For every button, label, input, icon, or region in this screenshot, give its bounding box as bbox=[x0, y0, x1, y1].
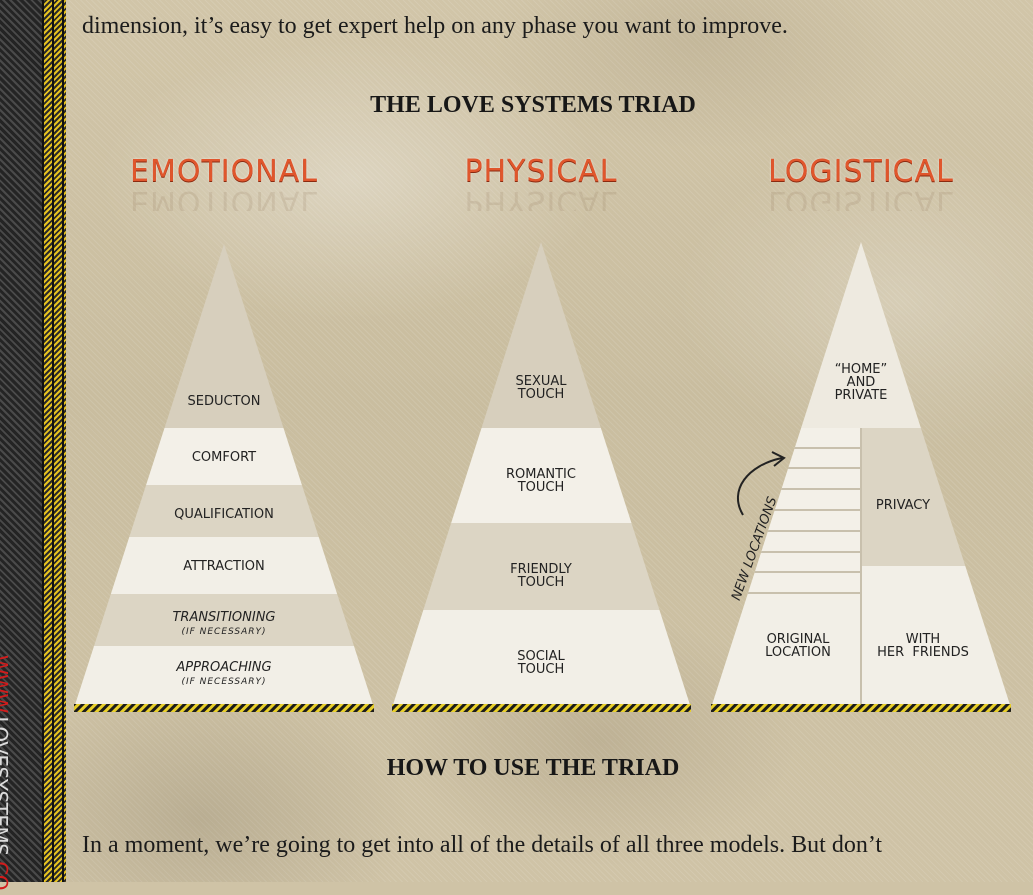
logistical-label-original-2: LOCATION bbox=[765, 645, 831, 660]
new-locations-arrowhead bbox=[771, 451, 786, 467]
new-locations-arrow bbox=[737, 457, 783, 516]
physical-label-social-1: SOCIAL bbox=[517, 649, 565, 664]
emotional-label-approaching: APPROACHING bbox=[175, 660, 271, 675]
how-heading: HOW TO USE THE TRIAD bbox=[386, 755, 680, 781]
emotional-band-transitioning bbox=[74, 594, 374, 646]
logistical-base-stripe bbox=[711, 704, 1011, 712]
logistical-label-home-2: AND bbox=[847, 375, 876, 390]
emotional-label-qualification: QUALIFICATION bbox=[174, 507, 274, 522]
emotional-note-transitioning: (IF NECESSARY) bbox=[181, 627, 266, 637]
physical-label-friendly-1: FRIENDLY bbox=[510, 562, 572, 577]
physical-base-stripe bbox=[392, 704, 691, 712]
logistical-band-friends bbox=[861, 566, 1011, 708]
logistical-band-privacy bbox=[861, 428, 1011, 566]
emotional-label-attraction: ATTRACTION bbox=[183, 559, 265, 574]
physical-label-social-2: TOUCH bbox=[517, 662, 565, 677]
emotional-band-approaching bbox=[74, 646, 374, 708]
logistical-title: LOGISTICAL LOGISTICAL bbox=[711, 154, 1011, 211]
side-strip: WWW.LOVESYSTEMS.CO bbox=[0, 0, 42, 890]
physical-label-romantic-1: ROMANTIC bbox=[506, 467, 576, 482]
logistical-title-text: LOGISTICAL bbox=[768, 154, 954, 189]
physical-title-text: PHYSICAL bbox=[464, 154, 618, 189]
emotional-label-comfort: COMFORT bbox=[192, 450, 256, 465]
logistical-label-home-1: “HOME” bbox=[835, 362, 888, 377]
emotional-pyramid: SEDUCTON COMFORT QUALIFICATION ATTRACTIO… bbox=[74, 244, 374, 712]
emotional-note-approaching: (IF NECESSARY) bbox=[181, 677, 266, 687]
emotional-label-transitioning: TRANSITIONING bbox=[172, 610, 275, 625]
logistical-label-original-1: ORIGINAL bbox=[767, 632, 831, 647]
emotional-title-text: EMOTIONAL bbox=[130, 154, 318, 189]
logistical-label-home-3: PRIVATE bbox=[835, 388, 888, 403]
physical-label-sexual-2: TOUCH bbox=[517, 387, 565, 402]
physical-pyramid: SEXUAL TOUCH ROMANTIC TOUCH FRIENDLY TOU… bbox=[392, 242, 691, 712]
hazard-stripe bbox=[42, 0, 66, 882]
logistical-pyramid: “HOME” AND PRIVATE PRIVACY NEW LOCATIONS… bbox=[711, 242, 1011, 712]
triad-heading: THE LOVE SYSTEMS TRIAD bbox=[370, 92, 696, 118]
intro-paragraph: dimension, it’s easy to get expert help … bbox=[82, 13, 788, 39]
physical-band-social bbox=[392, 610, 691, 708]
emotional-title: EMOTIONAL EMOTIONAL bbox=[74, 154, 374, 211]
bottom-paragraph: In a moment, we’re going to get into all… bbox=[82, 832, 883, 858]
logistical-label-privacy: PRIVACY bbox=[876, 498, 930, 513]
physical-label-friendly-2: TOUCH bbox=[517, 575, 565, 590]
logistical-label-friends-1: WITH bbox=[906, 632, 940, 647]
physical-label-romantic-2: TOUCH bbox=[517, 480, 565, 495]
physical-label-sexual-1: SEXUAL bbox=[515, 374, 567, 389]
physical-title: PHYSICAL PHYSICAL bbox=[391, 154, 691, 211]
emotional-label-seduction: SEDUCTON bbox=[188, 394, 261, 409]
emotional-base-stripe bbox=[74, 704, 374, 712]
logistical-label-friends-2: HER FRIENDS bbox=[877, 645, 969, 660]
